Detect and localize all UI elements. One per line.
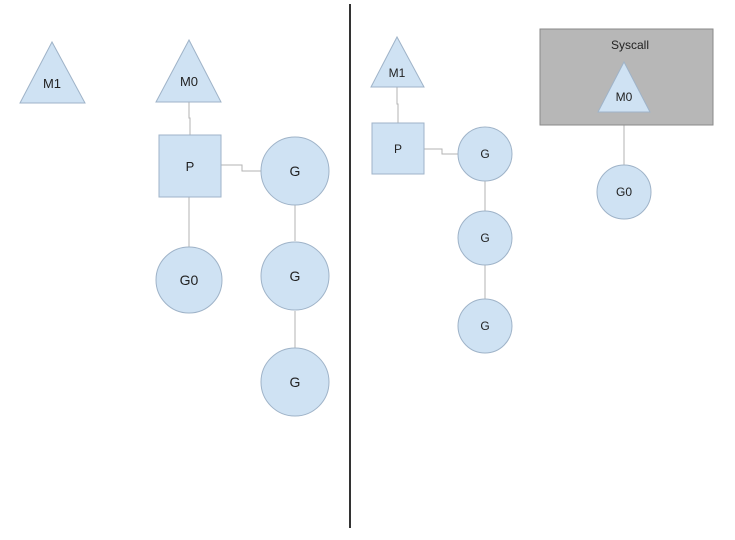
- processor-p-box: [371, 122, 425, 175]
- goroutine-g0-circle: [155, 246, 223, 314]
- machine-m0-triangle: [155, 38, 222, 103]
- left-panel: M1 M0 P G0 G G G: [19, 38, 330, 417]
- machine-m0-triangle: [597, 60, 651, 113]
- processor-p-label: P: [186, 159, 195, 174]
- goroutine-g-circle: [260, 136, 330, 206]
- machine-m1-triangle: [370, 35, 425, 88]
- connector-p-g: [221, 164, 262, 172]
- goroutine-g-circle: [260, 241, 330, 311]
- goroutine-g-label: G: [290, 163, 301, 179]
- machine-m0-label: M0: [180, 74, 198, 89]
- goroutine-g-circle: [260, 347, 330, 417]
- goroutine-g-label: G: [290, 374, 301, 390]
- goroutine-g-circle: [457, 126, 513, 182]
- goroutine-g-label: G: [290, 268, 301, 284]
- goroutine-g0-label: G0: [616, 185, 632, 199]
- processor-p-box: [158, 134, 222, 198]
- goroutine-g0-label: G0: [180, 272, 199, 288]
- syscall-title: Syscall: [611, 38, 649, 52]
- right-panel: M1 P G G G Syscall M0 G0: [370, 28, 714, 354]
- machine-m1-label: M1: [389, 66, 406, 80]
- connector-p-g: [424, 148, 458, 155]
- goroutine-g-label: G: [480, 319, 489, 333]
- machine-m1-triangle: [19, 40, 86, 104]
- goroutine-g0-circle: [596, 164, 652, 220]
- processor-p-label: P: [394, 142, 402, 156]
- goroutine-g-label: G: [480, 231, 489, 245]
- machine-m1-label: M1: [43, 76, 61, 91]
- connector-m0-p: [188, 102, 191, 135]
- goroutine-g-circle: [457, 298, 513, 354]
- goroutine-g-circle: [457, 210, 513, 266]
- connector-m1-p: [396, 87, 399, 123]
- machine-m0-label: M0: [616, 90, 633, 104]
- goroutine-g-label: G: [480, 147, 489, 161]
